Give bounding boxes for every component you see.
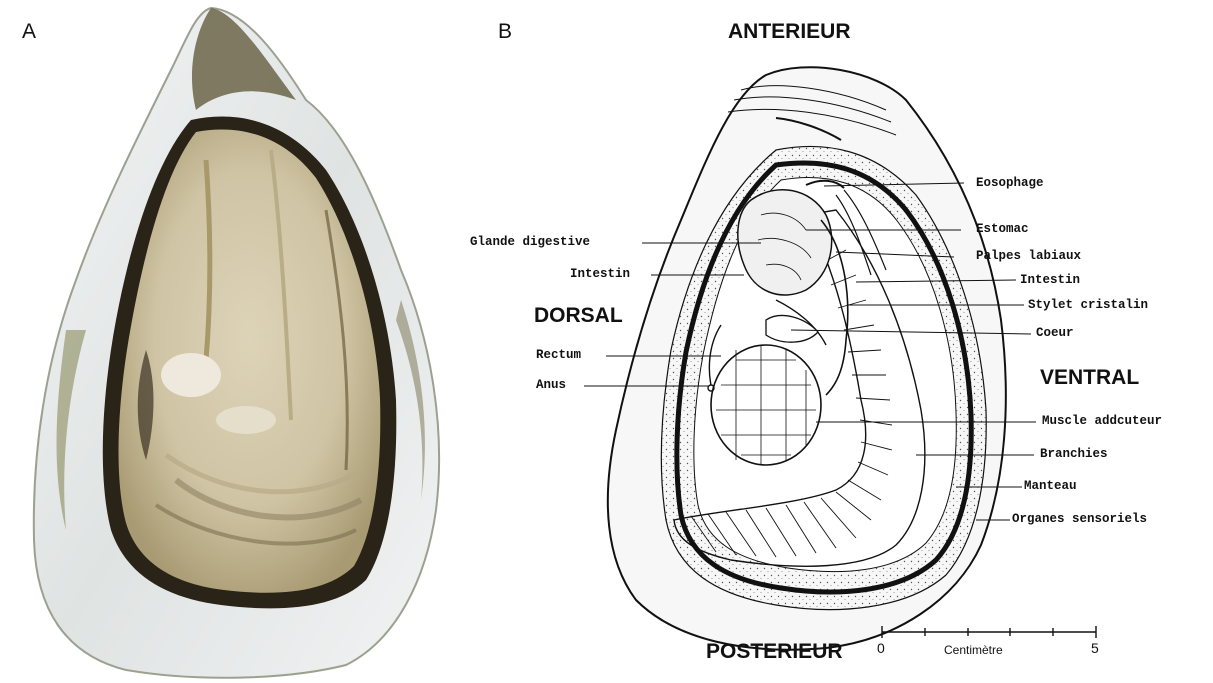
label-crystalline-style: Stylet cristalin	[1028, 298, 1148, 312]
orientation-ventral: VENTRAL	[1040, 366, 1139, 390]
scale-bar-max: 5	[1091, 640, 1099, 656]
label-sensory-organs: Organes sensoriels	[1012, 512, 1147, 526]
label-digestive-gland: Glande digestive	[470, 235, 590, 249]
anatomy-diagram	[476, 0, 1213, 683]
panel-letter-a: A	[22, 20, 36, 44]
orientation-anterior: ANTERIEUR	[728, 20, 851, 44]
label-heart: Coeur	[1036, 326, 1074, 340]
label-rectum: Rectum	[536, 348, 581, 362]
label-mantle: Manteau	[1024, 479, 1077, 493]
scale-bar-min: 0	[877, 640, 885, 656]
label-anus: Anus	[536, 378, 566, 392]
scale-bar-unit: Centimètre	[944, 643, 1003, 657]
panel-letter-b: B	[498, 20, 512, 44]
oyster-photo	[6, 0, 474, 683]
label-stomach: Estomac	[976, 222, 1029, 236]
label-gills: Branchies	[1040, 447, 1108, 461]
label-intestine-right: Intestin	[1020, 273, 1080, 287]
label-labial-palps: Palpes labiaux	[976, 249, 1081, 263]
orientation-posterior: POSTERIEUR	[706, 640, 843, 664]
orientation-dorsal: DORSAL	[534, 304, 623, 328]
digestive-gland-drawing	[738, 190, 832, 295]
adductor-muscle-drawing	[711, 345, 821, 465]
label-intestine-left: Intestin	[570, 267, 630, 281]
label-esophagus: Eosophage	[976, 176, 1044, 190]
label-adductor-muscle: Muscle addcuteur	[1042, 414, 1162, 428]
